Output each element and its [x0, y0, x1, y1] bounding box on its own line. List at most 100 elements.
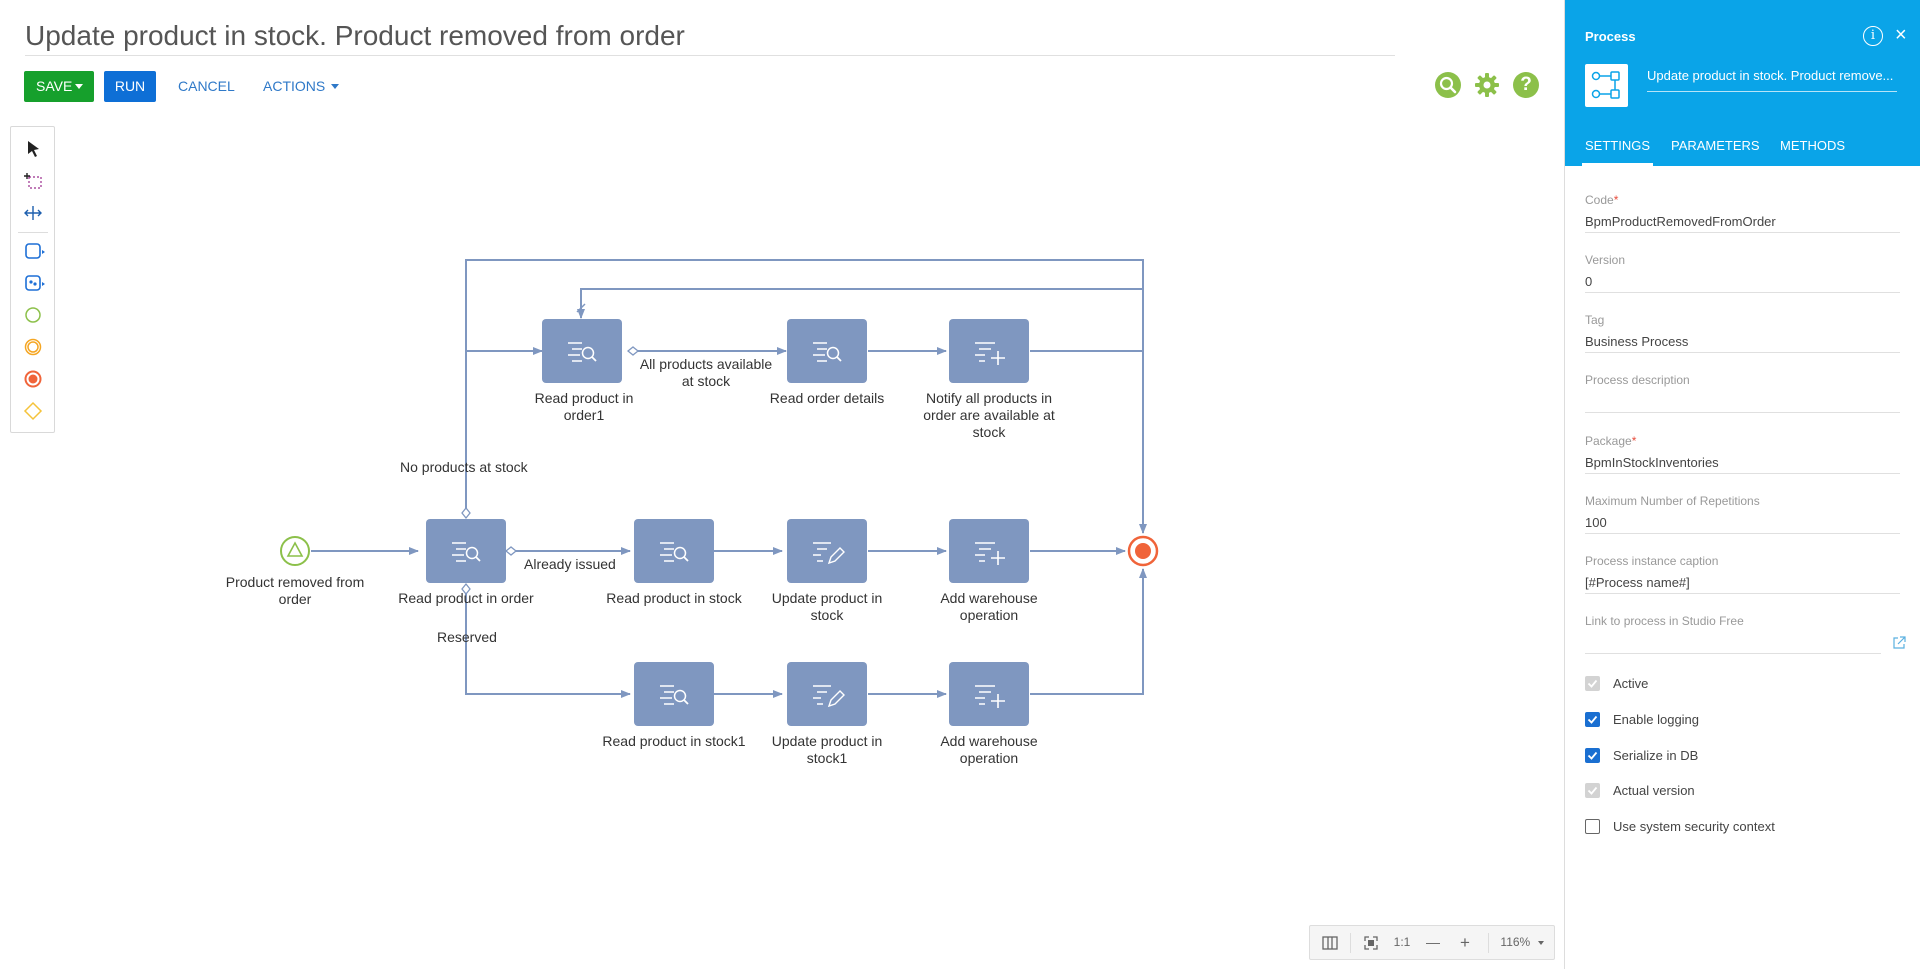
space-tool-icon[interactable]: [20, 201, 46, 225]
tab-settings[interactable]: SETTINGS: [1582, 138, 1654, 166]
start-event-tool-icon[interactable]: [20, 303, 46, 327]
enable-logging-checkbox[interactable]: [1585, 712, 1600, 727]
security-context-checkbox[interactable]: [1585, 819, 1600, 834]
panel-tabs: SETTINGS PARAMETERS METHODS: [1565, 138, 1920, 166]
zoom-out-button[interactable]: —: [1426, 934, 1440, 950]
active-checkbox: [1585, 676, 1600, 691]
default-flow-marker: [576, 303, 586, 313]
task-add-warehouse-operation[interactable]: [949, 519, 1029, 583]
process-diagram-canvas[interactable]: [0, 0, 1560, 900]
toolbox-divider: [18, 232, 48, 233]
tab-methods[interactable]: METHODS: [1780, 138, 1845, 153]
task-add-warehouse-operation2[interactable]: [949, 662, 1029, 726]
package-field[interactable]: Package* BpmInStockInventories: [1585, 434, 1900, 478]
code-value[interactable]: BpmProductRemovedFromOrder: [1585, 210, 1900, 233]
start-event[interactable]: [280, 536, 310, 566]
external-link-icon[interactable]: [1892, 636, 1906, 650]
zoom-level-select[interactable]: 116%: [1494, 926, 1550, 959]
task-notify-all-available[interactable]: [949, 319, 1029, 383]
chevron-down-icon: [1537, 940, 1544, 945]
save-button[interactable]: SAVE: [24, 71, 94, 102]
node-label: Update product in stock1: [771, 733, 883, 766]
required-marker: *: [1631, 434, 1637, 448]
node-label: Notify all products in order are availab…: [923, 390, 1055, 440]
max-repetitions-value[interactable]: 100: [1585, 511, 1900, 534]
description-field[interactable]: Process description: [1585, 373, 1900, 417]
task-read-product-in-order1[interactable]: [542, 319, 622, 383]
instance-caption-field[interactable]: Process instance caption [#Process name#…: [1585, 554, 1900, 598]
code-label: Code*: [1585, 193, 1900, 210]
gateway-tool-icon[interactable]: [20, 399, 46, 423]
edge-loop-back: [577, 288, 1143, 319]
tag-field[interactable]: Tag Business Process: [1585, 313, 1900, 357]
tag-value[interactable]: Business Process: [1585, 330, 1900, 353]
panel-title: Process: [1585, 29, 1636, 44]
zoom-divider: [1488, 933, 1489, 953]
tag-label: Tag: [1585, 313, 1605, 327]
task-read-product-in-order[interactable]: [426, 519, 506, 583]
intermediate-event-tool-icon[interactable]: [20, 335, 46, 359]
node-label: Read product in order: [398, 590, 534, 606]
studio-link-label: Link to process in Studio Free: [1585, 614, 1744, 628]
package-value[interactable]: BpmInStockInventories: [1585, 451, 1900, 474]
task-update-product-in-stock[interactable]: [787, 519, 867, 583]
process-properties-panel: Process i × Update product in stock. Pro…: [1564, 0, 1920, 969]
actions-button[interactable]: ACTIONS: [263, 71, 340, 102]
required-marker: *: [1613, 193, 1619, 207]
description-label: Process description: [1585, 373, 1690, 387]
code-field[interactable]: Code* BpmProductRemovedFromOrder: [1585, 193, 1900, 237]
node-label: Add warehouse operation: [940, 590, 1038, 623]
columns-toggle-icon[interactable]: [1310, 926, 1350, 959]
actual-version-checkbox: [1585, 783, 1600, 798]
info-icon[interactable]: i: [1863, 26, 1883, 46]
version-label: Version: [1585, 253, 1626, 267]
security-context-label: Use system security context: [1613, 819, 1775, 834]
end-event[interactable]: [1127, 535, 1159, 567]
zoom-in-button[interactable]: +: [1460, 933, 1470, 952]
studio-link-value[interactable]: [1585, 631, 1881, 654]
help-icon[interactable]: ?: [1513, 72, 1539, 98]
code-label-text: Code: [1585, 193, 1614, 207]
process-name-field[interactable]: Update product in stock. Product remove.…: [1647, 68, 1897, 92]
task-read-order-details[interactable]: [787, 319, 867, 383]
description-value[interactable]: [1585, 390, 1900, 413]
edge-reserved: [465, 584, 631, 698]
actual-version-label: Actual version: [1613, 783, 1695, 798]
run-button[interactable]: RUN: [104, 71, 156, 102]
version-field[interactable]: Version 0: [1585, 253, 1900, 297]
max-repetitions-field[interactable]: Maximum Number of Repetitions 100: [1585, 494, 1900, 538]
lasso-tool-icon[interactable]: [20, 169, 46, 193]
tab-parameters[interactable]: PARAMETERS: [1671, 138, 1760, 153]
edge-no-products: [465, 259, 1147, 534]
task-read-product-in-stock[interactable]: [634, 519, 714, 583]
instance-caption-value[interactable]: [#Process name#]: [1585, 571, 1900, 594]
version-value[interactable]: 0: [1585, 270, 1900, 293]
task-read-product-in-stock1[interactable]: [634, 662, 714, 726]
node-label: Read product in order1: [534, 390, 634, 423]
gear-icon[interactable]: [1474, 72, 1500, 98]
panel-header: Process i × Update product in stock. Pro…: [1565, 0, 1920, 166]
edge-label-already-issued: Already issued: [524, 556, 616, 572]
close-icon[interactable]: ×: [1895, 24, 1907, 46]
studio-link-field[interactable]: Link to process in Studio Free: [1585, 614, 1881, 658]
process-icon: [1585, 64, 1628, 107]
serialize-label: Serialize in DB: [1613, 748, 1699, 763]
zoom-reset-button[interactable]: 1:1: [1393, 935, 1411, 949]
edge-label-reserved: Reserved: [437, 629, 497, 645]
user-task-tool-icon[interactable]: [20, 271, 46, 295]
task-update-product-in-stock1[interactable]: [787, 662, 867, 726]
package-label: Package*: [1585, 434, 1900, 451]
start-event-label: Product removed from order: [225, 574, 365, 607]
serialize-checkbox[interactable]: [1585, 748, 1600, 763]
fit-to-screen-icon[interactable]: [1358, 926, 1384, 959]
pointer-tool-icon[interactable]: [20, 137, 46, 161]
element-toolbox: [10, 126, 55, 433]
edge-label-no-products: No products at stock: [400, 459, 528, 475]
node-label: Read product in stock: [606, 590, 742, 606]
enable-logging-label: Enable logging: [1613, 712, 1700, 727]
search-icon[interactable]: [1435, 72, 1461, 98]
cancel-button[interactable]: CANCEL: [178, 78, 235, 94]
end-event-tool-icon[interactable]: [20, 367, 46, 391]
task-tool-icon[interactable]: [20, 239, 46, 263]
zoom-toolbar: 1:1 — + 116%: [1309, 925, 1555, 960]
